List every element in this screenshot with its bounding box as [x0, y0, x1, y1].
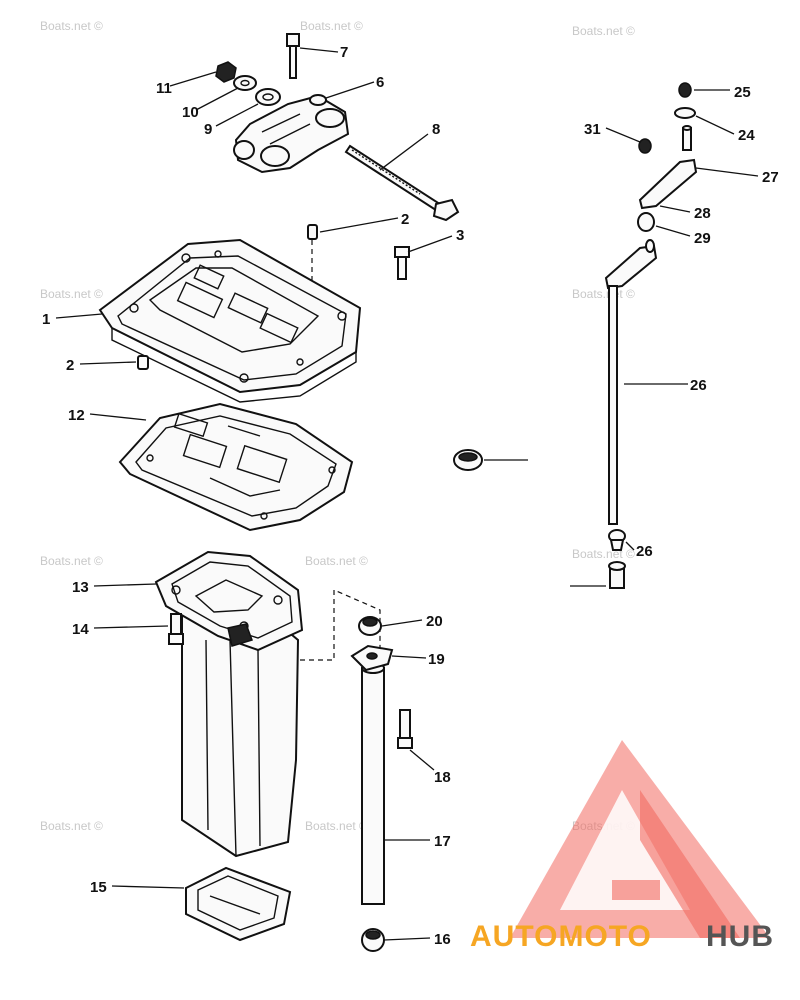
label-part-5: 7: [340, 44, 348, 61]
washer: [233, 75, 257, 91]
label-part-19: 24: [738, 127, 755, 144]
shift-shaft: [361, 667, 385, 905]
leader-lines: [55, 47, 759, 941]
label-part-18: 20: [426, 613, 443, 630]
shift-linkage: [453, 82, 698, 589]
shift-lever: [638, 158, 698, 210]
watermark: Boats.net ©: [40, 19, 103, 33]
dowel-pin: [307, 224, 318, 240]
label-part-13: 15: [90, 879, 107, 896]
watermark: Boats.net ©: [572, 24, 635, 38]
housing-bolt: [170, 613, 182, 635]
watermark: Boats.net ©: [305, 819, 368, 833]
label-part-9: 11: [156, 80, 172, 97]
label-part-11: 13: [72, 579, 89, 596]
watermark: Boats.net ©: [40, 287, 103, 301]
label-part-24: 26: [636, 543, 653, 560]
washer: [674, 107, 696, 119]
pivot-pin: [682, 127, 692, 151]
label-part-7: 9: [204, 121, 212, 138]
label-part-2: 2: [66, 357, 74, 374]
label-part-8: 10: [182, 104, 199, 121]
label-part-2: 2: [401, 211, 409, 228]
label-part-10: 12: [68, 407, 85, 424]
washer: [255, 88, 281, 106]
label-part-26: 28: [694, 205, 711, 222]
watermark: Boats.net ©: [40, 819, 103, 833]
dowel-pin: [137, 355, 149, 370]
label-part-3: 3: [456, 227, 464, 244]
label-part-4: 6: [376, 74, 384, 91]
long-bolt: [344, 144, 448, 216]
nut: [215, 61, 237, 83]
throttle-cam-assembly: [215, 33, 460, 222]
shift-rod: [608, 285, 618, 525]
watermark: Boats.net ©: [305, 554, 368, 568]
logo-text-hub: HUB: [706, 920, 774, 953]
label-part-27: 29: [694, 230, 711, 247]
label-part-16: 18: [434, 769, 451, 786]
label-part-6: 8: [432, 121, 440, 138]
bushing: [637, 212, 655, 232]
watermark: Boats.net ©: [300, 19, 363, 33]
nut: [678, 82, 692, 98]
bolt-head: [286, 33, 300, 47]
label-part-14: 16: [434, 931, 451, 948]
bolt-shank: [289, 45, 297, 79]
adapter-plate: [98, 238, 362, 403]
label-part-25: 26: [690, 377, 707, 394]
label-part-28: 31: [584, 121, 601, 138]
label-part-12: 14: [72, 621, 89, 638]
label-part-20: 25: [734, 84, 751, 101]
screw-shank: [397, 256, 407, 280]
seal-gasket: [185, 866, 292, 942]
nut: [638, 138, 652, 154]
coupler-screw: [399, 709, 411, 741]
watermark: Boats.net ©: [40, 554, 103, 568]
part-labels: 7 6 11 10 9 8 2 3 1 2 12 13 14 15 16 17 …: [42, 44, 779, 948]
label-part-15: 17: [434, 833, 451, 850]
label-part-17: 19: [428, 651, 445, 668]
logo-text-automoto: AUTOMOTO: [470, 920, 652, 953]
gasket: [118, 402, 354, 532]
watermarks: Boats.net © Boats.net © Boats.net © Boat…: [40, 19, 635, 833]
label-part-26: 27: [762, 169, 779, 186]
label-part-1: 1: [42, 311, 50, 328]
brand-logo: AUTOMOTO HUB: [470, 740, 774, 953]
driveshaft-housing: [154, 550, 304, 858]
watermark: Boats.net ©: [572, 287, 635, 301]
watermark: Boats.net ©: [572, 547, 635, 561]
screw-head: [394, 246, 410, 258]
